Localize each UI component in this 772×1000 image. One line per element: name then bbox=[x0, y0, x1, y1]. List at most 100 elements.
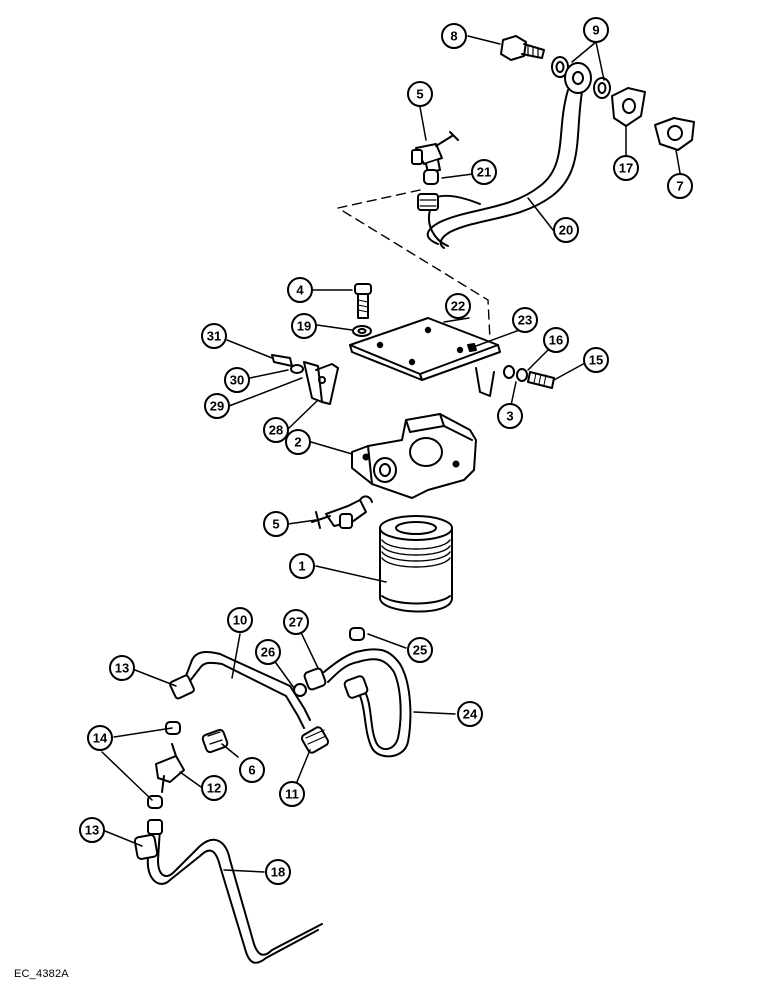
callout-8: 8 bbox=[441, 23, 467, 49]
callout-6: 6 bbox=[239, 757, 265, 783]
callout-circle bbox=[512, 307, 538, 333]
callout-circle bbox=[291, 313, 317, 339]
callout-circle bbox=[497, 403, 523, 429]
callout-label: 8 bbox=[450, 29, 457, 44]
callout-circle bbox=[471, 159, 497, 185]
callout-label: 16 bbox=[549, 333, 563, 348]
reference-code: EC_4382A bbox=[14, 968, 69, 980]
callout-label: 15 bbox=[589, 353, 603, 368]
callout-label: 14 bbox=[93, 731, 108, 746]
callout-7: 7 bbox=[667, 173, 693, 199]
callout-14: 14 bbox=[87, 725, 113, 751]
callout-4: 4 bbox=[287, 277, 313, 303]
callout-circle bbox=[287, 277, 313, 303]
callout-label: 6 bbox=[248, 763, 255, 778]
callout-22: 22 bbox=[445, 293, 471, 319]
callout-circle bbox=[263, 417, 289, 443]
callout-circle bbox=[457, 701, 483, 727]
callout-10: 10 bbox=[227, 607, 253, 633]
callout-circle bbox=[201, 775, 227, 801]
callout-label: 31 bbox=[207, 329, 221, 344]
callout-circle bbox=[667, 173, 693, 199]
callout-11: 11 bbox=[279, 781, 305, 807]
gasket-flange-part bbox=[611, 87, 695, 151]
callout-29: 29 bbox=[204, 393, 230, 419]
callout-circle bbox=[204, 393, 230, 419]
callout-label: 5 bbox=[416, 87, 423, 102]
callout-label: 21 bbox=[477, 165, 491, 180]
callout-5: 5 bbox=[407, 81, 433, 107]
callout-30: 30 bbox=[224, 367, 250, 393]
callout-circle bbox=[255, 639, 281, 665]
leader-lines bbox=[101, 35, 681, 873]
washer-part bbox=[352, 325, 372, 337]
callout-label: 17 bbox=[619, 161, 633, 176]
callout-label: 26 bbox=[261, 645, 275, 660]
callout-circle bbox=[79, 817, 105, 843]
callout-circle bbox=[109, 655, 135, 681]
callout-circle bbox=[285, 429, 311, 455]
callout-label: 5 bbox=[272, 517, 279, 532]
callout-label: 11 bbox=[285, 787, 299, 802]
callout-circle bbox=[265, 859, 291, 885]
callout-circle bbox=[583, 347, 609, 373]
callout-9: 9 bbox=[583, 17, 609, 43]
callout-label: 7 bbox=[676, 179, 683, 194]
callout-circle bbox=[227, 607, 253, 633]
filter-head-part bbox=[351, 413, 477, 499]
callout-label: 9 bbox=[592, 23, 599, 38]
callout-circle bbox=[201, 323, 227, 349]
filter-cartridge-part bbox=[379, 515, 453, 613]
callout-label: 1 bbox=[298, 559, 305, 574]
callout-label: 2 bbox=[294, 435, 301, 450]
callout-3: 3 bbox=[497, 403, 523, 429]
drain-valve-part bbox=[411, 131, 459, 173]
fuel-pipe-part bbox=[417, 62, 592, 249]
callout-23: 23 bbox=[512, 307, 538, 333]
bolt-part bbox=[354, 283, 372, 319]
adapter-part bbox=[201, 728, 229, 754]
callout-5: 5 bbox=[263, 511, 289, 537]
callout-label: 22 bbox=[451, 299, 465, 314]
callout-20: 20 bbox=[553, 217, 579, 243]
callout-2: 2 bbox=[285, 429, 311, 455]
callout-label: 28 bbox=[269, 423, 283, 438]
callout-circle bbox=[613, 155, 639, 181]
callout-label: 20 bbox=[559, 223, 573, 238]
callout-label: 23 bbox=[518, 313, 532, 328]
callout-12: 12 bbox=[201, 775, 227, 801]
mounting-plate-part bbox=[349, 317, 501, 397]
fuel-pipe-part bbox=[133, 819, 323, 964]
callout-circle bbox=[445, 293, 471, 319]
callout-label: 3 bbox=[506, 409, 513, 424]
callout-25: 25 bbox=[407, 637, 433, 663]
callout-31: 31 bbox=[201, 323, 227, 349]
sleeve-part bbox=[147, 627, 365, 809]
callout-label: 19 bbox=[297, 319, 311, 334]
clip-bracket-part bbox=[271, 354, 339, 405]
sleeve-part bbox=[423, 169, 439, 185]
callout-15: 15 bbox=[583, 347, 609, 373]
callout-circle bbox=[407, 81, 433, 107]
callout-circle bbox=[289, 553, 315, 579]
callout-circle bbox=[441, 23, 467, 49]
stud-part bbox=[503, 365, 555, 389]
callout-circle bbox=[87, 725, 113, 751]
callout-circle bbox=[279, 781, 305, 807]
tee-connector-part bbox=[155, 743, 185, 793]
callout-17: 17 bbox=[613, 155, 639, 181]
callout-label: 29 bbox=[210, 399, 224, 414]
callout-label: 18 bbox=[271, 865, 285, 880]
callout-circle bbox=[553, 217, 579, 243]
callout-circle bbox=[263, 511, 289, 537]
callout-label: 24 bbox=[463, 707, 478, 722]
callout-26: 26 bbox=[255, 639, 281, 665]
banjo-bolt-part bbox=[500, 35, 545, 61]
callout-circle bbox=[239, 757, 265, 783]
callout-24: 24 bbox=[457, 701, 483, 727]
fuel-pipe-part bbox=[169, 651, 330, 754]
callout-13: 13 bbox=[109, 655, 135, 681]
callout-circle bbox=[283, 609, 309, 635]
callout-label: 4 bbox=[296, 283, 304, 298]
